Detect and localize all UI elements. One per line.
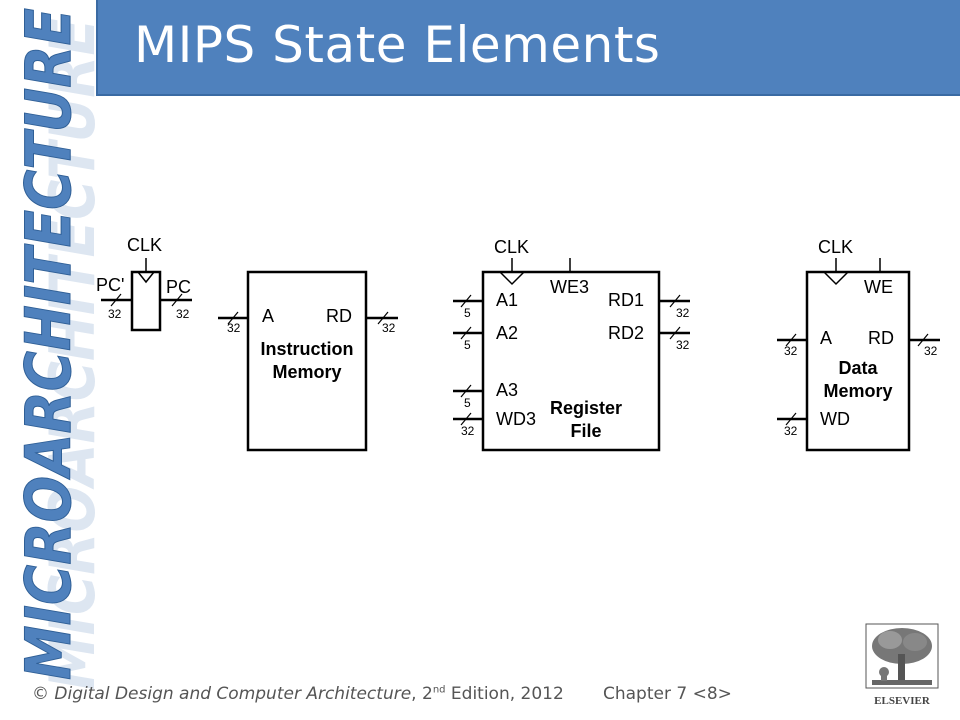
- instruction-memory-box: [246, 270, 368, 452]
- rf-rd1-label: RD1: [608, 290, 644, 310]
- rf-wd3-width: 32: [461, 424, 475, 438]
- dm-clk-label: CLK: [818, 237, 853, 257]
- rf-clock-triangle: [499, 271, 525, 286]
- rf-rd2-label: RD2: [608, 323, 644, 343]
- copyright-symbol: ©: [32, 684, 49, 704]
- register-file-box: [481, 270, 661, 452]
- publisher-name: ELSEVIER: [874, 695, 931, 707]
- edition-suffix: nd: [432, 684, 446, 696]
- rf-a2-width: 5: [464, 338, 471, 352]
- imem-rd-width: 32: [382, 321, 396, 335]
- book-title: Digital Design and Computer Architecture: [54, 684, 412, 704]
- dm-clock-triangle: [823, 271, 849, 286]
- pc-clk-label: CLK: [127, 235, 162, 255]
- elsevier-logo: ELSEVIER: [865, 623, 939, 707]
- pc-output-label: PC: [166, 277, 191, 297]
- rf-wd3-label: WD3: [496, 409, 536, 429]
- pc-in-width: 32: [108, 307, 122, 321]
- dm-wd-label: WD: [820, 409, 850, 429]
- pc-out-width: 32: [176, 307, 190, 321]
- rf-a3-label: A3: [496, 380, 518, 400]
- rf-a1-label: A1: [496, 290, 518, 310]
- rf-clk-label: CLK: [494, 237, 529, 257]
- dm-wd-width: 32: [784, 424, 798, 438]
- rf-a1-width: 5: [464, 306, 471, 320]
- rf-a2-label: A2: [496, 323, 518, 343]
- rf-name-line2: File: [570, 421, 601, 441]
- dm-rd-label: RD: [868, 328, 894, 348]
- rf-name-line1: Register: [550, 398, 622, 418]
- data-memory-box: [805, 270, 911, 452]
- dm-name-line2: Memory: [823, 381, 892, 401]
- edition-text: Edition, 2012: [450, 684, 564, 704]
- bus-slashes: [110, 293, 929, 426]
- imem-rd-label: RD: [326, 306, 352, 326]
- dm-name-line1: Data: [838, 358, 878, 378]
- rf-we3-label: WE3: [550, 277, 589, 297]
- tree-icon: [872, 628, 932, 685]
- rf-a3-width: 5: [464, 396, 471, 410]
- imem-name-line2: Memory: [272, 362, 341, 382]
- imem-name-line1: Instruction: [261, 339, 354, 359]
- rf-rd1-width: 32: [676, 306, 690, 320]
- pc-clock-triangle: [137, 271, 155, 284]
- footer-citation: © Digital Design and Computer Architectu…: [32, 684, 564, 704]
- edition-number: 2: [421, 684, 433, 704]
- rf-rd2-width: 32: [676, 338, 690, 352]
- slide-title: MIPS State Elements: [134, 16, 661, 74]
- pc-register-box: [130, 270, 162, 332]
- title-bar: MIPS State Elements: [96, 0, 960, 96]
- banner-text: MICROARCHITECTURE: [12, 8, 85, 680]
- pc-input-label: PC': [96, 275, 124, 295]
- banner-shadow: MICROARCHITECTURE: [36, 18, 109, 690]
- chapter-page: Chapter 7 <8>: [603, 684, 732, 704]
- dm-a-width: 32: [784, 344, 798, 358]
- dm-a-label: A: [820, 328, 832, 348]
- imem-a-label: A: [262, 306, 274, 326]
- side-banner: MICROARCHITECTURE MICROARCHITECTURE: [12, 8, 110, 691]
- dm-we-label: WE: [864, 277, 893, 297]
- imem-a-width: 32: [227, 321, 241, 335]
- dm-rd-width: 32: [924, 344, 938, 358]
